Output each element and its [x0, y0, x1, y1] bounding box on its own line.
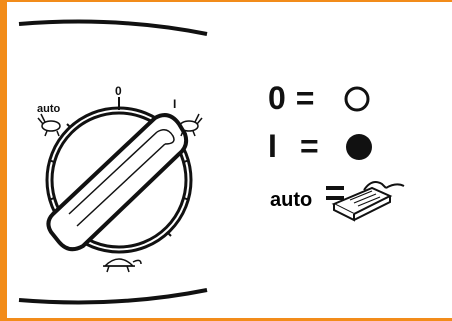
- dial-illustration: 0 I auto: [18, 19, 208, 305]
- legend-row-auto: auto: [270, 174, 406, 226]
- legend-row-off: 0 =: [268, 80, 374, 117]
- turtle-icon: [103, 258, 142, 273]
- dial-knob[interactable]: [45, 104, 193, 254]
- filled-circle-icon: [345, 133, 372, 160]
- legend-off-equals: =: [295, 80, 315, 116]
- open-circle-icon: [344, 86, 370, 111]
- hare-icon-left: [37, 113, 61, 137]
- dial-label-auto: auto: [37, 103, 61, 115]
- accent-bottom-border: [0, 318, 452, 321]
- dial-grip: [46, 113, 189, 252]
- legend-row-on: I =: [268, 128, 377, 165]
- accent-left-border: [0, 0, 7, 321]
- housing-bottom-curve: [18, 288, 208, 305]
- housing-top-curve: [18, 19, 208, 36]
- hare-icon-right: [179, 113, 203, 137]
- legend-auto-text: auto: [270, 188, 313, 211]
- dial-label-on: I: [173, 97, 176, 111]
- legend-on-symbol: I: [268, 128, 277, 164]
- dial-label-off: 0: [115, 84, 122, 98]
- hand-held-appliance-icon: [326, 181, 405, 222]
- accent-top-border: [0, 0, 452, 2]
- legend-off-symbol: 0: [268, 80, 286, 116]
- legend-on-equals: =: [300, 128, 319, 164]
